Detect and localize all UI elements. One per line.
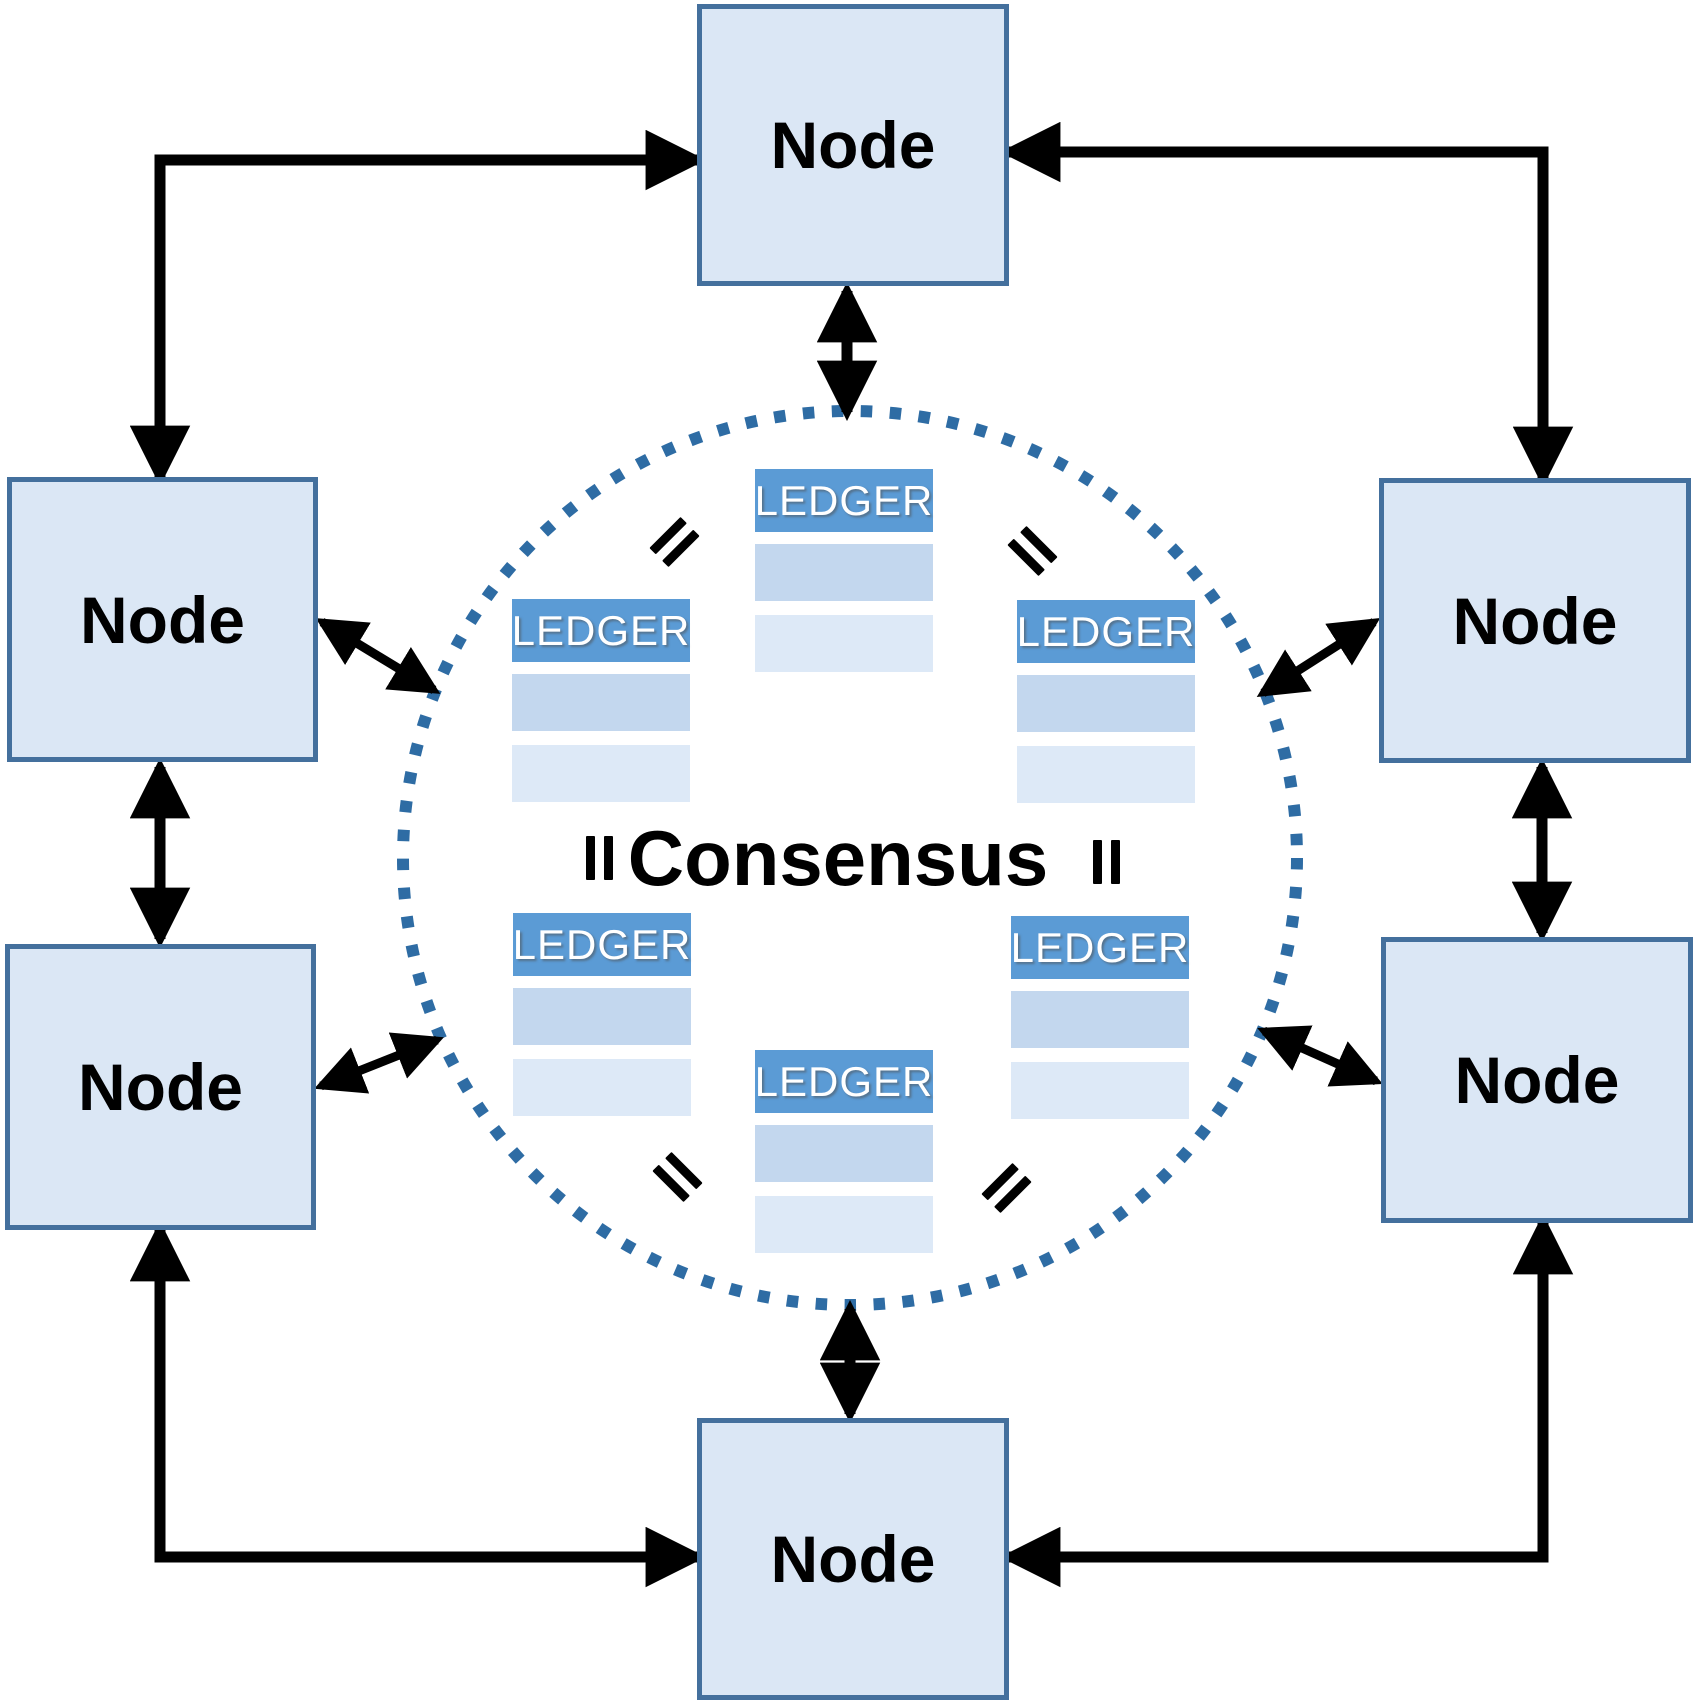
ledger-row [755, 615, 933, 672]
ledger-row [512, 745, 690, 802]
ledger-row [755, 1125, 933, 1182]
ledger-row [513, 988, 691, 1045]
ledger-row [755, 1196, 933, 1253]
equals-bar [1111, 840, 1120, 884]
node-label: Node [80, 582, 245, 657]
equals-bar [1093, 840, 1102, 884]
connector-bottomnode-lowerleftnode [129, 1220, 707, 1588]
consensus-label: Consensus [627, 814, 1049, 902]
equals-icon [1093, 840, 1120, 884]
connector-upperrightnode-circle [1256, 617, 1381, 698]
node-box-lower-right: Node [1381, 937, 1693, 1223]
ledger-header: LEDGER [1017, 600, 1195, 663]
connector-upperleftnode-circle [315, 618, 441, 694]
ledger-row [513, 1059, 691, 1116]
equals-icon [586, 836, 613, 880]
ledger-header: LEDGER [755, 469, 933, 532]
ledger-row [1011, 1062, 1189, 1119]
connector-topnode-upperleftnode [129, 129, 707, 487]
node-label: Node [78, 1050, 243, 1124]
ledger-header: LEDGER [755, 1050, 933, 1113]
ledger-bottom-left: LEDGER [513, 913, 691, 1130]
connector-lowerleftnode-circle [314, 1032, 444, 1094]
ledger-header: LEDGER [1011, 916, 1189, 979]
node-box-lower-left: Node [5, 944, 316, 1230]
ledger-row [1017, 675, 1195, 732]
ledger-bottom-right: LEDGER [1011, 916, 1189, 1133]
ledger-row [512, 674, 690, 731]
node-label: Node [770, 108, 936, 182]
node-label: Node [1452, 583, 1618, 658]
node-box-upper-right: Node [1379, 478, 1691, 763]
ledger-top: LEDGER [755, 469, 933, 686]
ledger-right: LEDGER [1017, 600, 1195, 817]
node-label: Node [770, 1522, 936, 1596]
node-box-bottom: Node [697, 1418, 1009, 1700]
node-box-top: Node [697, 4, 1009, 286]
node-box-upper-left: Node [7, 477, 318, 762]
ledger-header: LEDGER [512, 599, 690, 662]
connector-topnode-upperrightnode [999, 121, 1574, 488]
equals-bar [586, 836, 595, 880]
ledger-left: LEDGER [512, 599, 690, 816]
node-label: Node [1454, 1043, 1620, 1117]
ledger-row [755, 544, 933, 601]
connector-bottomnode-lowerrightnode [999, 1213, 1574, 1588]
ledger-row [1017, 746, 1195, 803]
ledger-bottom: LEDGER [755, 1050, 933, 1267]
connector-lowerrightnode-circle [1257, 1025, 1383, 1087]
equals-bar [604, 836, 613, 880]
ledger-header: LEDGER [513, 913, 691, 976]
ledger-row [1011, 991, 1189, 1048]
